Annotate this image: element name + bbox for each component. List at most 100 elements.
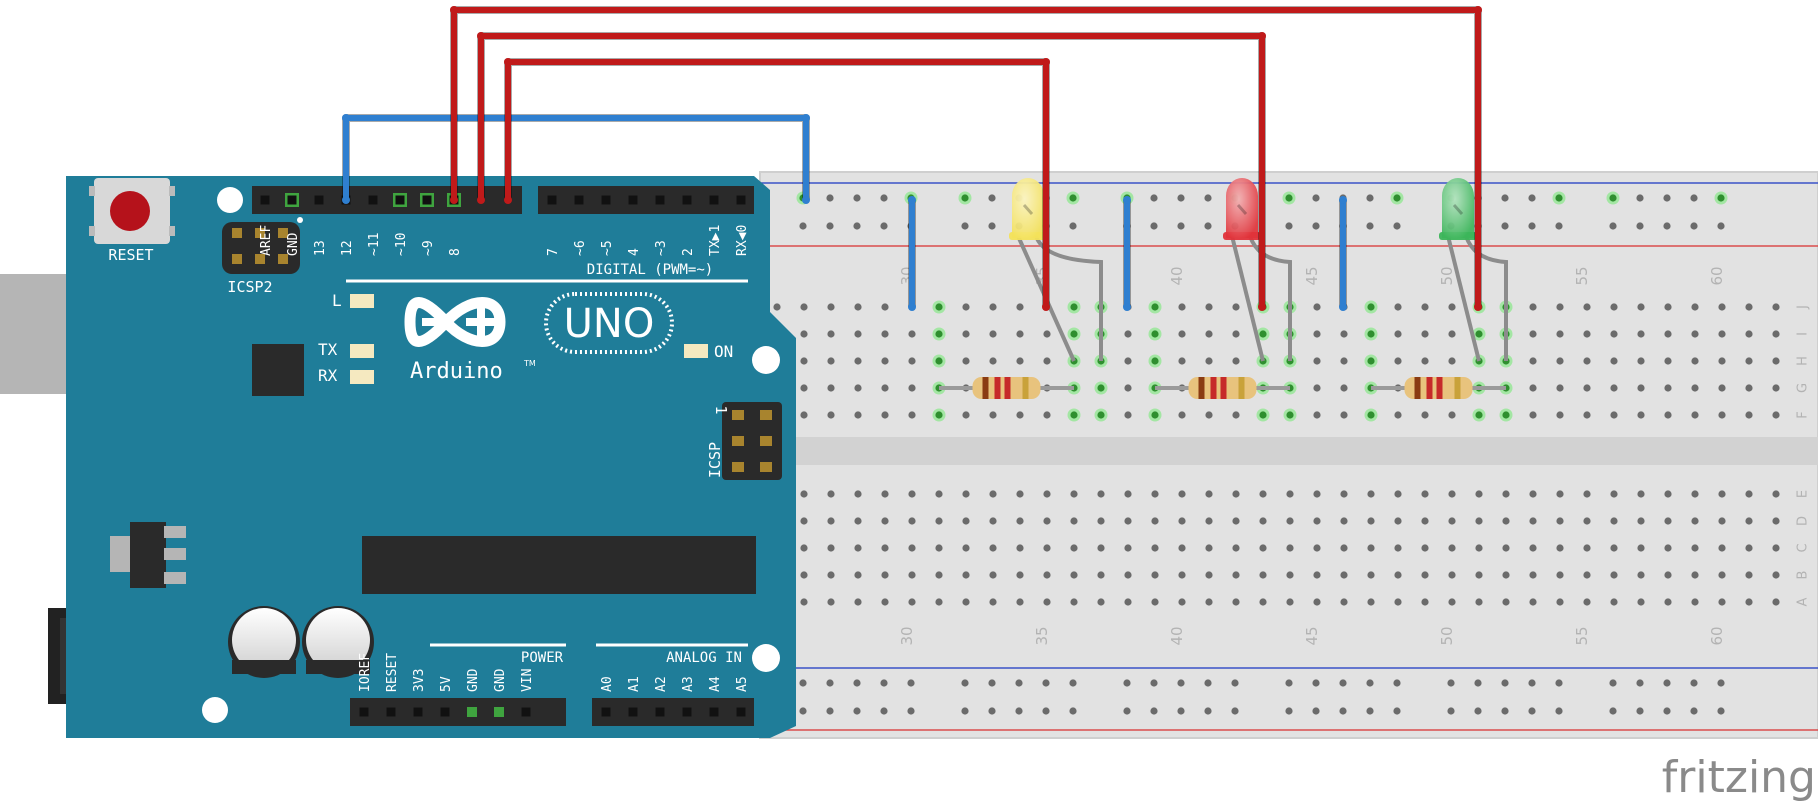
breadboard-hole bbox=[1610, 490, 1618, 498]
breadboard-hole bbox=[1583, 544, 1591, 552]
breadboard-hole bbox=[1394, 303, 1402, 311]
rail-hole bbox=[1501, 679, 1509, 687]
breadboard-hole bbox=[1556, 303, 1564, 311]
rail-hole bbox=[1528, 194, 1536, 202]
breadboard-hole bbox=[1718, 303, 1726, 311]
breadboard-hole bbox=[935, 598, 943, 606]
rail-hole bbox=[1393, 194, 1401, 202]
breadboard-hole bbox=[1475, 571, 1483, 579]
breadboard-hole bbox=[1556, 411, 1564, 419]
row-letter: F bbox=[1796, 411, 1811, 418]
header-pin bbox=[413, 707, 423, 717]
breadboard-hole bbox=[827, 598, 835, 606]
breadboard-hole bbox=[1556, 384, 1564, 392]
breadboard-hole bbox=[1691, 571, 1699, 579]
resistor bbox=[1371, 377, 1506, 399]
breadboard-hole bbox=[1286, 598, 1294, 606]
breadboard-hole bbox=[1718, 598, 1726, 606]
pin-label: IOREF bbox=[358, 653, 373, 692]
breadboard-hole bbox=[1313, 571, 1321, 579]
led-green bbox=[1439, 178, 1477, 240]
breadboard-hole bbox=[827, 384, 835, 392]
pin-label: ~11 bbox=[367, 233, 382, 256]
breadboard-hole bbox=[1421, 357, 1429, 365]
breadboard-hole bbox=[1259, 598, 1267, 606]
pin-label: A1 bbox=[627, 676, 642, 692]
rail-hole bbox=[880, 194, 888, 202]
rail-hole bbox=[1555, 222, 1563, 230]
rail-hole bbox=[1366, 194, 1374, 202]
header-pin bbox=[736, 707, 746, 717]
rail-hole bbox=[1717, 222, 1725, 230]
breadboard-hole bbox=[1043, 571, 1051, 579]
breadboard-hole bbox=[1475, 598, 1483, 606]
rail-hole bbox=[1501, 707, 1509, 715]
rail-hole bbox=[826, 679, 834, 687]
rail-hole bbox=[1204, 679, 1212, 687]
breadboard-hole bbox=[1529, 411, 1537, 419]
breadboard-hole bbox=[1043, 544, 1051, 552]
breadboard-hole bbox=[908, 571, 916, 579]
breadboard-hole bbox=[962, 411, 970, 419]
breadboard-hole bbox=[1232, 303, 1240, 311]
icsp2-label: ICSP2 bbox=[227, 278, 272, 296]
breadboard-hole bbox=[1394, 490, 1402, 498]
breadboard-hole bbox=[1151, 357, 1159, 365]
breadboard-hole bbox=[1340, 544, 1348, 552]
row-letter: H bbox=[1796, 356, 1811, 366]
rail-hole bbox=[1636, 679, 1644, 687]
pin-label: A5 bbox=[735, 676, 750, 692]
breadboard-hole bbox=[1664, 303, 1672, 311]
reset-label: RESET bbox=[108, 246, 153, 264]
breadboard-hole bbox=[1448, 571, 1456, 579]
row-letter: B bbox=[1796, 571, 1811, 580]
rail-hole bbox=[907, 679, 915, 687]
breadboard-hole bbox=[1313, 598, 1321, 606]
capacitor bbox=[228, 606, 300, 678]
breadboard-hole bbox=[989, 303, 997, 311]
breadboard-hole bbox=[1259, 330, 1267, 338]
breadboard-hole bbox=[1691, 598, 1699, 606]
pin-label: 2 bbox=[681, 248, 696, 256]
breadboard-hole bbox=[881, 544, 889, 552]
rail-hole bbox=[1069, 679, 1077, 687]
breadboard-hole bbox=[1151, 517, 1159, 525]
breadboard-hole bbox=[1394, 544, 1402, 552]
breadboard-hole bbox=[1070, 598, 1078, 606]
header-pin bbox=[709, 707, 719, 717]
rail-hole bbox=[1150, 707, 1158, 715]
breadboard-hole bbox=[1097, 571, 1105, 579]
breadboard-hole bbox=[1016, 598, 1024, 606]
rail-hole bbox=[1636, 707, 1644, 715]
header-pin-active bbox=[467, 707, 477, 717]
breadboard-hole bbox=[1529, 571, 1537, 579]
pin-label: RX◀0 bbox=[735, 225, 750, 256]
breadboard-hole bbox=[1691, 411, 1699, 419]
pin-label: AREF bbox=[259, 225, 274, 256]
breadboard-hole bbox=[827, 490, 835, 498]
breadboard-hole bbox=[1259, 517, 1267, 525]
header-pin bbox=[386, 707, 396, 717]
breadboard-hole bbox=[1718, 571, 1726, 579]
header-pin bbox=[368, 195, 378, 205]
breadboard-hole bbox=[935, 330, 943, 338]
arduino-brand-text: Arduino bbox=[410, 359, 503, 384]
breadboard-hole bbox=[1232, 330, 1240, 338]
analog-header bbox=[592, 698, 754, 726]
rail-hole bbox=[799, 707, 807, 715]
board-pcb bbox=[66, 176, 796, 738]
rail-hole bbox=[1609, 707, 1617, 715]
breadboard-hole bbox=[1664, 490, 1672, 498]
digital-header-right bbox=[538, 186, 754, 214]
breadboard-hole bbox=[989, 357, 997, 365]
breadboard-hole bbox=[989, 330, 997, 338]
rail-hole bbox=[1636, 194, 1644, 202]
breadboard-hole bbox=[881, 384, 889, 392]
breadboard-hole bbox=[1313, 330, 1321, 338]
breadboard-hole bbox=[1718, 330, 1726, 338]
breadboard-hole bbox=[1070, 330, 1078, 338]
breadboard-hole bbox=[1691, 517, 1699, 525]
breadboard-hole bbox=[935, 303, 943, 311]
breadboard-hole bbox=[1583, 411, 1591, 419]
voltage-regulator bbox=[110, 522, 186, 588]
